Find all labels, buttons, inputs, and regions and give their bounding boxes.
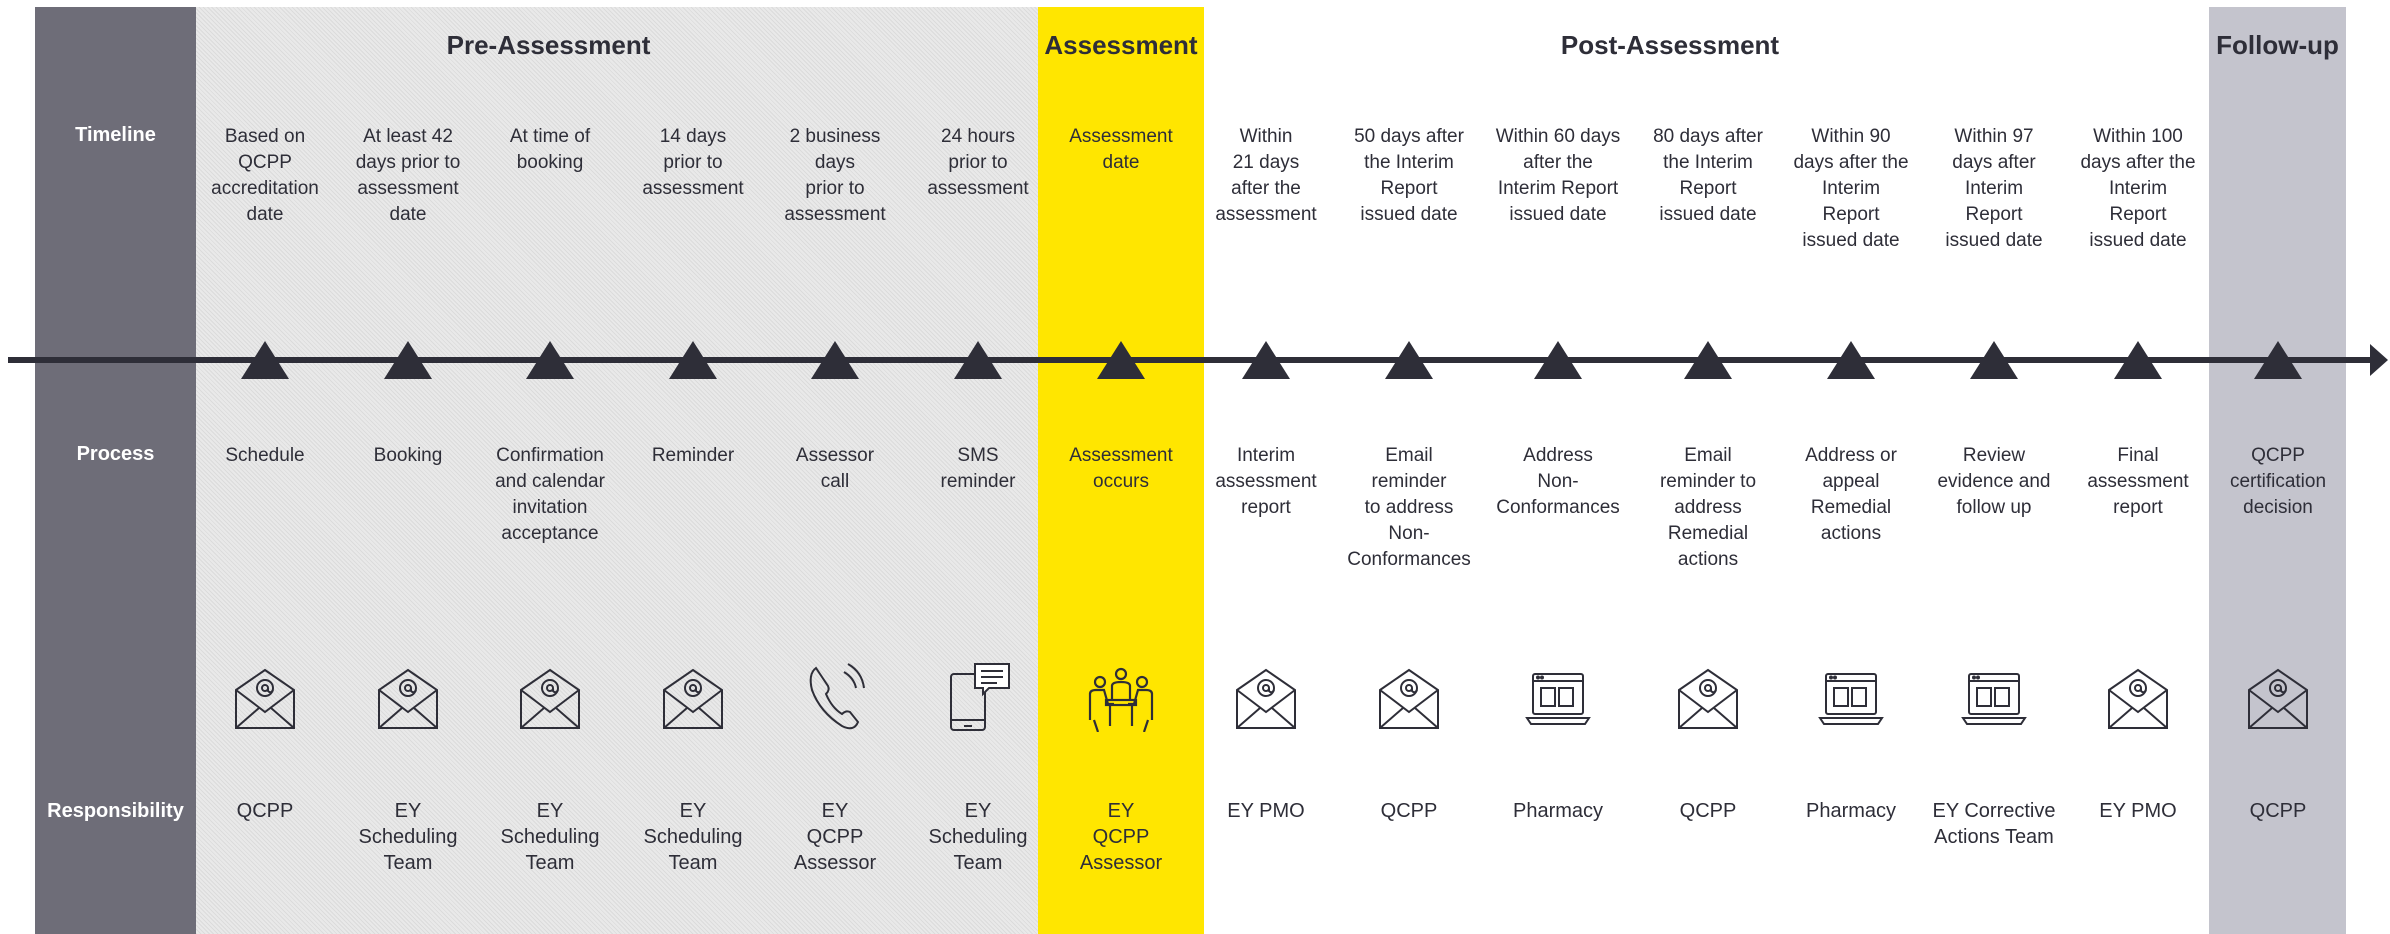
laptop-icon: [1818, 660, 1884, 732]
responsibility-text: QCPP: [1380, 800, 1438, 822]
process-text: Final assessment report: [2087, 445, 2189, 518]
process-text: Confirmation and calendar invitation acc…: [495, 445, 605, 544]
email-icon: [517, 660, 583, 732]
timeline-text: Within 21 days after the assessment: [1215, 126, 1317, 225]
process-text: Email reminder to address Non- Conforman…: [1347, 445, 1471, 570]
process-text: Booking: [373, 445, 443, 466]
responsibility-text: Pharmacy: [1805, 800, 1897, 822]
timeline-marker: [1827, 341, 1875, 379]
email-icon: [1376, 660, 1442, 732]
assessment-band: [1038, 7, 1204, 934]
timeline-text: Based on QCPP accreditation date: [211, 126, 319, 225]
process-text: Assessor call: [795, 445, 875, 492]
timeline-text: Within 90 days after the Interim Report …: [1793, 126, 1909, 251]
process-text: Interim assessment report: [1215, 445, 1317, 518]
timeline-marker: [2114, 341, 2162, 379]
responsibility-text: Pharmacy: [1512, 800, 1604, 822]
timeline-marker: [669, 341, 717, 379]
timeline-marker: [954, 341, 1002, 379]
phase-follow-up: Follow-up: [2216, 30, 2339, 60]
email-icon: [232, 660, 298, 732]
responsibility-text: EY Scheduling Team: [643, 800, 743, 874]
row-label-process: Process: [76, 443, 155, 465]
phase-post-assessment: Post-Assessment: [1560, 30, 1780, 60]
timeline-text: 2 business days prior to assessment: [784, 126, 886, 225]
timeline-marker: [1385, 341, 1433, 379]
row-label-band: [35, 7, 196, 934]
responsibility-text: QCPP: [236, 800, 294, 822]
responsibility-text: QCPP: [2249, 800, 2307, 822]
email-icon: [1233, 660, 1299, 732]
email-icon: [2245, 660, 2311, 732]
email-icon: [1675, 660, 1741, 732]
timeline-marker: [384, 341, 432, 379]
timeline-marker: [2254, 341, 2302, 379]
laptop-icon: [1525, 660, 1591, 732]
timeline-text: 24 hours prior to assessment: [927, 126, 1029, 199]
timeline-marker: [811, 341, 859, 379]
responsibility-text: EY Scheduling Team: [358, 800, 458, 874]
timeline-marker: [1684, 341, 1732, 379]
responsibility-text: EY PMO: [2099, 800, 2177, 822]
process-text: QCPP certification decision: [2229, 445, 2327, 518]
laptop-icon: [1961, 660, 2027, 732]
responsibility-text: EY Scheduling Team: [500, 800, 600, 874]
timeline-marker: [526, 341, 574, 379]
process-text: Schedule: [225, 445, 305, 466]
responsibility-text: EY Corrective Actions Team: [1932, 800, 2056, 848]
meeting-icon: [1088, 660, 1154, 732]
pre-assessment-band: [196, 7, 1038, 934]
timeline-text: Within 97 days after Interim Report issu…: [1945, 126, 2043, 251]
process-text: Assessment occurs: [1069, 445, 1173, 492]
timeline-arrow-head: [2370, 344, 2388, 376]
timeline-marker: [241, 341, 289, 379]
timeline-axis: [8, 357, 2374, 363]
responsibility-text: EY PMO: [1227, 800, 1305, 822]
process-text: Address or appeal Remedial actions: [1805, 445, 1897, 544]
phone-icon: [802, 660, 868, 732]
sms-icon: [945, 660, 1011, 732]
timeline-text: At time of booking: [509, 126, 591, 173]
timeline-text: At least 42 days prior to assessment dat…: [355, 126, 461, 225]
timeline-text: Within 100 days after the Interim Report…: [2080, 126, 2196, 251]
email-icon: [375, 660, 441, 732]
email-icon: [2105, 660, 2171, 732]
timeline-text: 14 days prior to assessment: [642, 126, 744, 199]
email-icon: [660, 660, 726, 732]
timeline-text: 50 days after the Interim Report issued …: [1354, 126, 1464, 225]
timeline-marker: [1970, 341, 2018, 379]
timeline-marker: [1242, 341, 1290, 379]
responsibility-text: QCPP: [1679, 800, 1737, 822]
timeline-text: Within 60 days after the Interim Report …: [1495, 126, 1621, 225]
timeline-text: 80 days after the Interim Report issued …: [1653, 126, 1763, 225]
timeline-marker: [1097, 341, 1145, 379]
row-label-timeline: Timeline: [75, 124, 156, 146]
responsibility-text: EY Scheduling Team: [928, 800, 1028, 874]
process-text: Review evidence and follow up: [1937, 445, 2051, 518]
process-text: Reminder: [651, 445, 735, 466]
process-text: Address Non- Conformances: [1496, 445, 1620, 518]
responsibility-text: EY QCPP Assessor: [1079, 800, 1163, 874]
timeline-marker: [1534, 341, 1582, 379]
process-text: SMS reminder: [940, 445, 1016, 492]
responsibility-text: EY QCPP Assessor: [793, 800, 877, 874]
process-text: Email reminder to address Remedial actio…: [1659, 445, 1757, 570]
phase-pre-assessment: Pre-Assessment: [446, 30, 651, 60]
row-label-responsibility: Responsibility: [47, 800, 184, 822]
phase-assessment: Assessment: [1044, 30, 1198, 60]
follow-up-band: [2209, 7, 2346, 934]
timeline-text: Assessment date: [1069, 126, 1173, 173]
